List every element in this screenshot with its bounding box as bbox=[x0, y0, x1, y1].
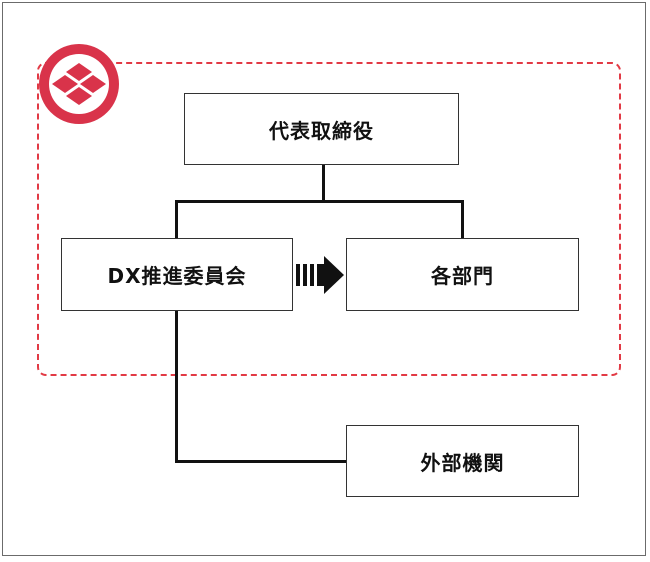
diagram-frame bbox=[2, 2, 646, 556]
crest-logo-icon bbox=[39, 44, 119, 124]
connector-dx-down bbox=[175, 311, 178, 463]
connector-ceo-down bbox=[322, 165, 325, 202]
connector-to-dx bbox=[175, 200, 178, 238]
connector-to-external bbox=[175, 460, 346, 463]
internal-organization-boundary bbox=[37, 62, 621, 376]
box-ceo-label: 代表取締役 bbox=[269, 118, 374, 143]
connector-to-dept bbox=[461, 200, 464, 238]
box-dx-committee-label: DX推進委員会 bbox=[107, 264, 247, 288]
box-dx-committee: DX推進委員会 bbox=[61, 238, 293, 311]
box-ceo: 代表取締役 bbox=[184, 93, 459, 165]
striped-arrow-icon bbox=[296, 256, 344, 294]
connector-horizontal bbox=[175, 200, 464, 203]
box-departments-label: 各部門 bbox=[431, 264, 494, 288]
box-departments: 各部門 bbox=[346, 238, 579, 311]
box-external-label: 外部機関 bbox=[420, 450, 505, 475]
box-external: 外部機関 bbox=[346, 425, 579, 497]
